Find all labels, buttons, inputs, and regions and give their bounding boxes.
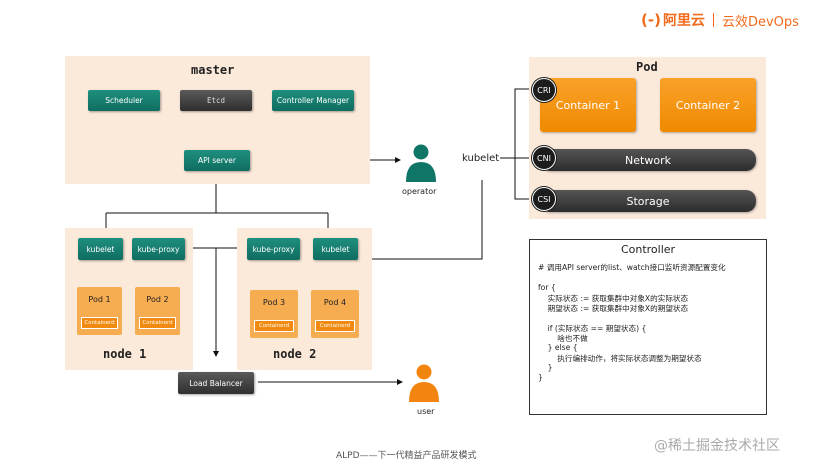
controller-panel: Controller # 调用API server的list、watch接口监听… bbox=[529, 239, 767, 415]
pod3-containerd: Containerd bbox=[254, 320, 294, 332]
controller-line: 实际状态 := 获取集群中对象X的实际状态 bbox=[538, 294, 689, 303]
watermark: @稀土掘金技术社区 bbox=[654, 438, 780, 454]
container1-box: Container 1 bbox=[540, 78, 636, 132]
controller-line: if (实际状态 == 期望状态) { bbox=[538, 324, 647, 333]
container2-box: Container 2 bbox=[660, 78, 756, 132]
network-bar: Network bbox=[540, 149, 756, 171]
controller-line: } bbox=[538, 373, 543, 382]
controller-line: } bbox=[538, 363, 553, 372]
controller-line: } else { bbox=[538, 343, 578, 352]
aliyun-logo: (-) 阿里云 云效DevOps bbox=[641, 10, 799, 30]
pod1-containerd: Containerd bbox=[81, 317, 118, 329]
master-title: master bbox=[191, 63, 235, 77]
csi-badge: CSI bbox=[532, 187, 556, 211]
pod1-box: Pod 1 Containerd bbox=[77, 287, 122, 335]
logo-divider bbox=[712, 13, 714, 27]
pod4-containerd: Containerd bbox=[315, 320, 355, 332]
controller-line: # 调用API server的list、watch接口监听资源配置变化 bbox=[538, 263, 726, 272]
kubelet-label: kubelet bbox=[462, 153, 500, 164]
pod2-label: Pod 2 bbox=[146, 295, 169, 304]
storage-bar: Storage bbox=[540, 190, 756, 212]
controller-line: for { bbox=[538, 283, 556, 292]
node2-title: node 2 bbox=[273, 347, 317, 361]
pod2-containerd: Containerd bbox=[139, 317, 176, 329]
pod2-box: Pod 2 Containerd bbox=[135, 287, 180, 335]
pod3-label: Pod 3 bbox=[262, 298, 286, 307]
cni-badge: CNI bbox=[532, 146, 556, 170]
pod-panel-title: Pod bbox=[636, 60, 658, 74]
pod3-box: Pod 3 Containerd bbox=[250, 290, 298, 338]
controller-line: 期望状态 := 获取集群中对象X的期望状态 bbox=[538, 304, 689, 313]
operator-person-icon bbox=[403, 142, 439, 184]
etcd-box: Etcd bbox=[180, 90, 252, 111]
node1-title: node 1 bbox=[103, 347, 147, 361]
pod4-box: Pod 4 Containerd bbox=[311, 290, 359, 338]
api-server-box: API server bbox=[184, 150, 250, 171]
controller-manager-box: Controller Manager bbox=[272, 90, 354, 111]
pod4-label: Pod 4 bbox=[323, 298, 347, 307]
controller-line: 执行编排动作，将实际状态调整为期望状态 bbox=[538, 354, 702, 363]
scheduler-box: Scheduler bbox=[88, 90, 160, 111]
user-label: user bbox=[417, 407, 435, 416]
pod1-label: Pod 1 bbox=[88, 295, 111, 304]
aliyun-brand-text: 阿里云 bbox=[662, 13, 705, 29]
product-name: 云效DevOps bbox=[721, 14, 799, 30]
node2-kube-proxy-box: kube-proxy bbox=[247, 238, 300, 260]
cri-badge: CRI bbox=[532, 78, 556, 102]
load-balancer-box: Load Balancer bbox=[178, 372, 254, 394]
controller-line: 啥也不做 bbox=[538, 334, 588, 343]
node1-kubelet-box: kubelet bbox=[78, 238, 123, 260]
node1-kube-proxy-box: kube-proxy bbox=[132, 238, 185, 260]
node2-kubelet-box: kubelet bbox=[313, 238, 358, 260]
footer-caption: ALPD——下一代精益产品研发模式 bbox=[336, 451, 477, 461]
controller-title: Controller bbox=[620, 243, 676, 256]
user-person-icon bbox=[406, 362, 442, 404]
operator-label: operator bbox=[402, 187, 437, 196]
aliyun-logo-icon: (-) bbox=[641, 11, 661, 29]
